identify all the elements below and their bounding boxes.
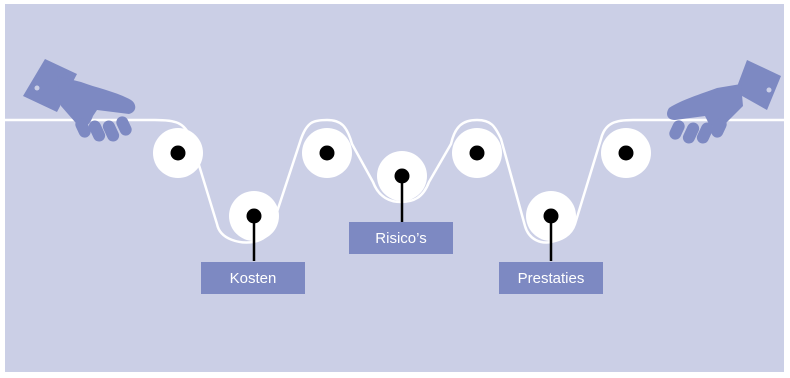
roller-7	[601, 128, 651, 178]
right-hand-icon	[667, 60, 781, 146]
roller-risicos	[377, 151, 427, 222]
diagram-canvas: Kosten Risico’s Prestaties	[5, 4, 784, 372]
label-kosten: Kosten	[201, 262, 305, 294]
label-prestaties-text: Prestaties	[518, 270, 585, 287]
label-risicos-text: Risico’s	[375, 230, 426, 247]
label-prestaties: Prestaties	[499, 262, 603, 294]
label-kosten-text: Kosten	[230, 270, 277, 287]
roller-1	[153, 128, 203, 178]
label-risicos: Risico’s	[349, 222, 453, 254]
roller-kosten	[229, 191, 279, 261]
roller-prestaties	[526, 191, 576, 261]
left-hand-icon	[23, 59, 135, 144]
roller-3	[302, 128, 352, 178]
roller-5	[452, 128, 502, 178]
belt-roller-diagram	[5, 4, 784, 372]
